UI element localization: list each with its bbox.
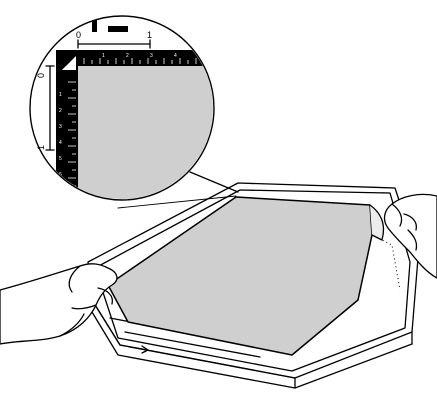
top-scale-marker — [92, 20, 97, 32]
side-scale-label-end: 1 — [36, 145, 46, 150]
top-ruler — [56, 50, 216, 66]
side-ruler-mark: 1 — [59, 92, 62, 98]
top-scale-label-end: 1 — [147, 30, 152, 40]
side-ruler-mark: 3 — [59, 124, 62, 130]
top-ruler-mark: 1 — [102, 53, 105, 59]
side-scale-label-start: 0 — [36, 73, 46, 78]
top-scale-label-start: 0 — [76, 30, 81, 40]
top-ruler-mark: 2 — [126, 53, 129, 59]
side-ruler-mark: 4 — [59, 140, 62, 146]
top-scale-marker — [108, 26, 128, 32]
top-ruler-mark: 4 — [174, 53, 177, 59]
top-ruler-mark: 3 — [150, 53, 153, 59]
side-ruler-mark: 5 — [59, 156, 62, 162]
side-ruler-mark: 2 — [59, 108, 62, 114]
